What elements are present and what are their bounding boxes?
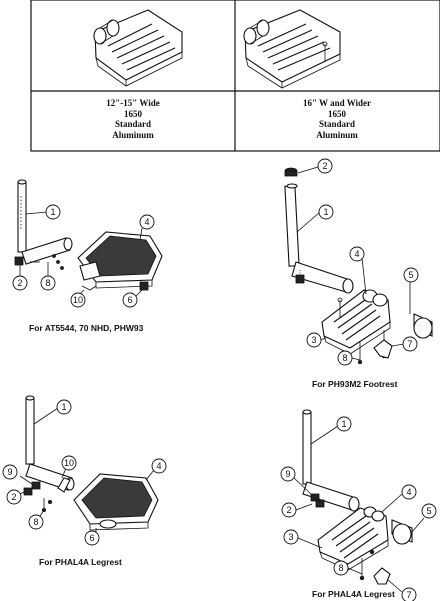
- diagram-phal4a-left: [23, 395, 159, 531]
- callout-a-8: 8: [45, 278, 50, 288]
- callout-c-4: 4: [156, 461, 161, 471]
- caption-phal4a-left: For PHAL4A Legrest: [39, 557, 122, 567]
- callout-c-6: 6: [89, 533, 94, 543]
- callout-c-2: 2: [11, 492, 16, 502]
- spec-narrow: 12"-15" Wide 1650 Standard Aluminum: [31, 98, 235, 140]
- callout-b-1: 1: [323, 207, 328, 217]
- callout-a-1: 1: [50, 207, 55, 217]
- footplate-image-narrow: [93, 9, 183, 87]
- callout-a-6: 6: [127, 295, 132, 305]
- callout-d-1: 1: [341, 419, 346, 429]
- spec-wide-type: Standard: [318, 119, 355, 129]
- spec-narrow-type: Standard: [114, 119, 151, 129]
- spec-table: [30, 0, 440, 152]
- spec-wide-material: Aluminum: [316, 129, 358, 140]
- spec-wide-width: 16" W and Wider: [302, 98, 372, 108]
- spec-wide: 16" W and Wider 1650 Standard Aluminum: [235, 98, 439, 140]
- callout-d-5: 5: [426, 506, 431, 516]
- diagram-at5544: [14, 179, 163, 291]
- callout-c-1: 1: [61, 402, 66, 412]
- callout-d-9: 9: [285, 469, 290, 479]
- callout-a-4: 4: [144, 217, 149, 227]
- callout-b-8: 8: [342, 353, 347, 363]
- callouts: 1 2 4 6 8 10 1 2 3 4 5 7 8: [2, 158, 437, 601]
- diagram-phal4a-right: [302, 409, 413, 585]
- spec-narrow-width: 12"-15" Wide: [106, 98, 160, 108]
- callout-b-3: 3: [311, 335, 316, 345]
- caption-ph93m2: For PH93M2 Footrest: [312, 379, 398, 389]
- callout-b-2: 2: [322, 161, 327, 171]
- callout-a-10: 10: [73, 295, 83, 305]
- callout-d-4: 4: [406, 487, 411, 497]
- spec-narrow-model: 1650: [124, 108, 142, 119]
- callout-d-2: 2: [286, 505, 291, 515]
- footplate-image-wide: [243, 9, 341, 89]
- callout-c-8: 8: [33, 517, 38, 527]
- diagram-ph93m2: [284, 167, 433, 365]
- spec-wide-model: 1650: [328, 108, 346, 119]
- callout-b-4: 4: [354, 249, 359, 259]
- callout-d-7: 7: [406, 590, 411, 600]
- callout-b-7: 7: [407, 339, 412, 349]
- callout-c-10: 10: [64, 458, 74, 468]
- caption-at5544: For AT5544, 70 NHD, PHW93: [29, 323, 144, 333]
- caption-phal4a-right: For PHAL4A Legrest: [312, 589, 395, 599]
- callout-a-2: 2: [17, 278, 22, 288]
- callout-d-3: 3: [288, 532, 293, 542]
- spec-narrow-material: Aluminum: [112, 129, 154, 140]
- callout-b-5: 5: [408, 270, 413, 280]
- callout-d-8: 8: [338, 563, 343, 573]
- callout-c-9: 9: [7, 467, 12, 477]
